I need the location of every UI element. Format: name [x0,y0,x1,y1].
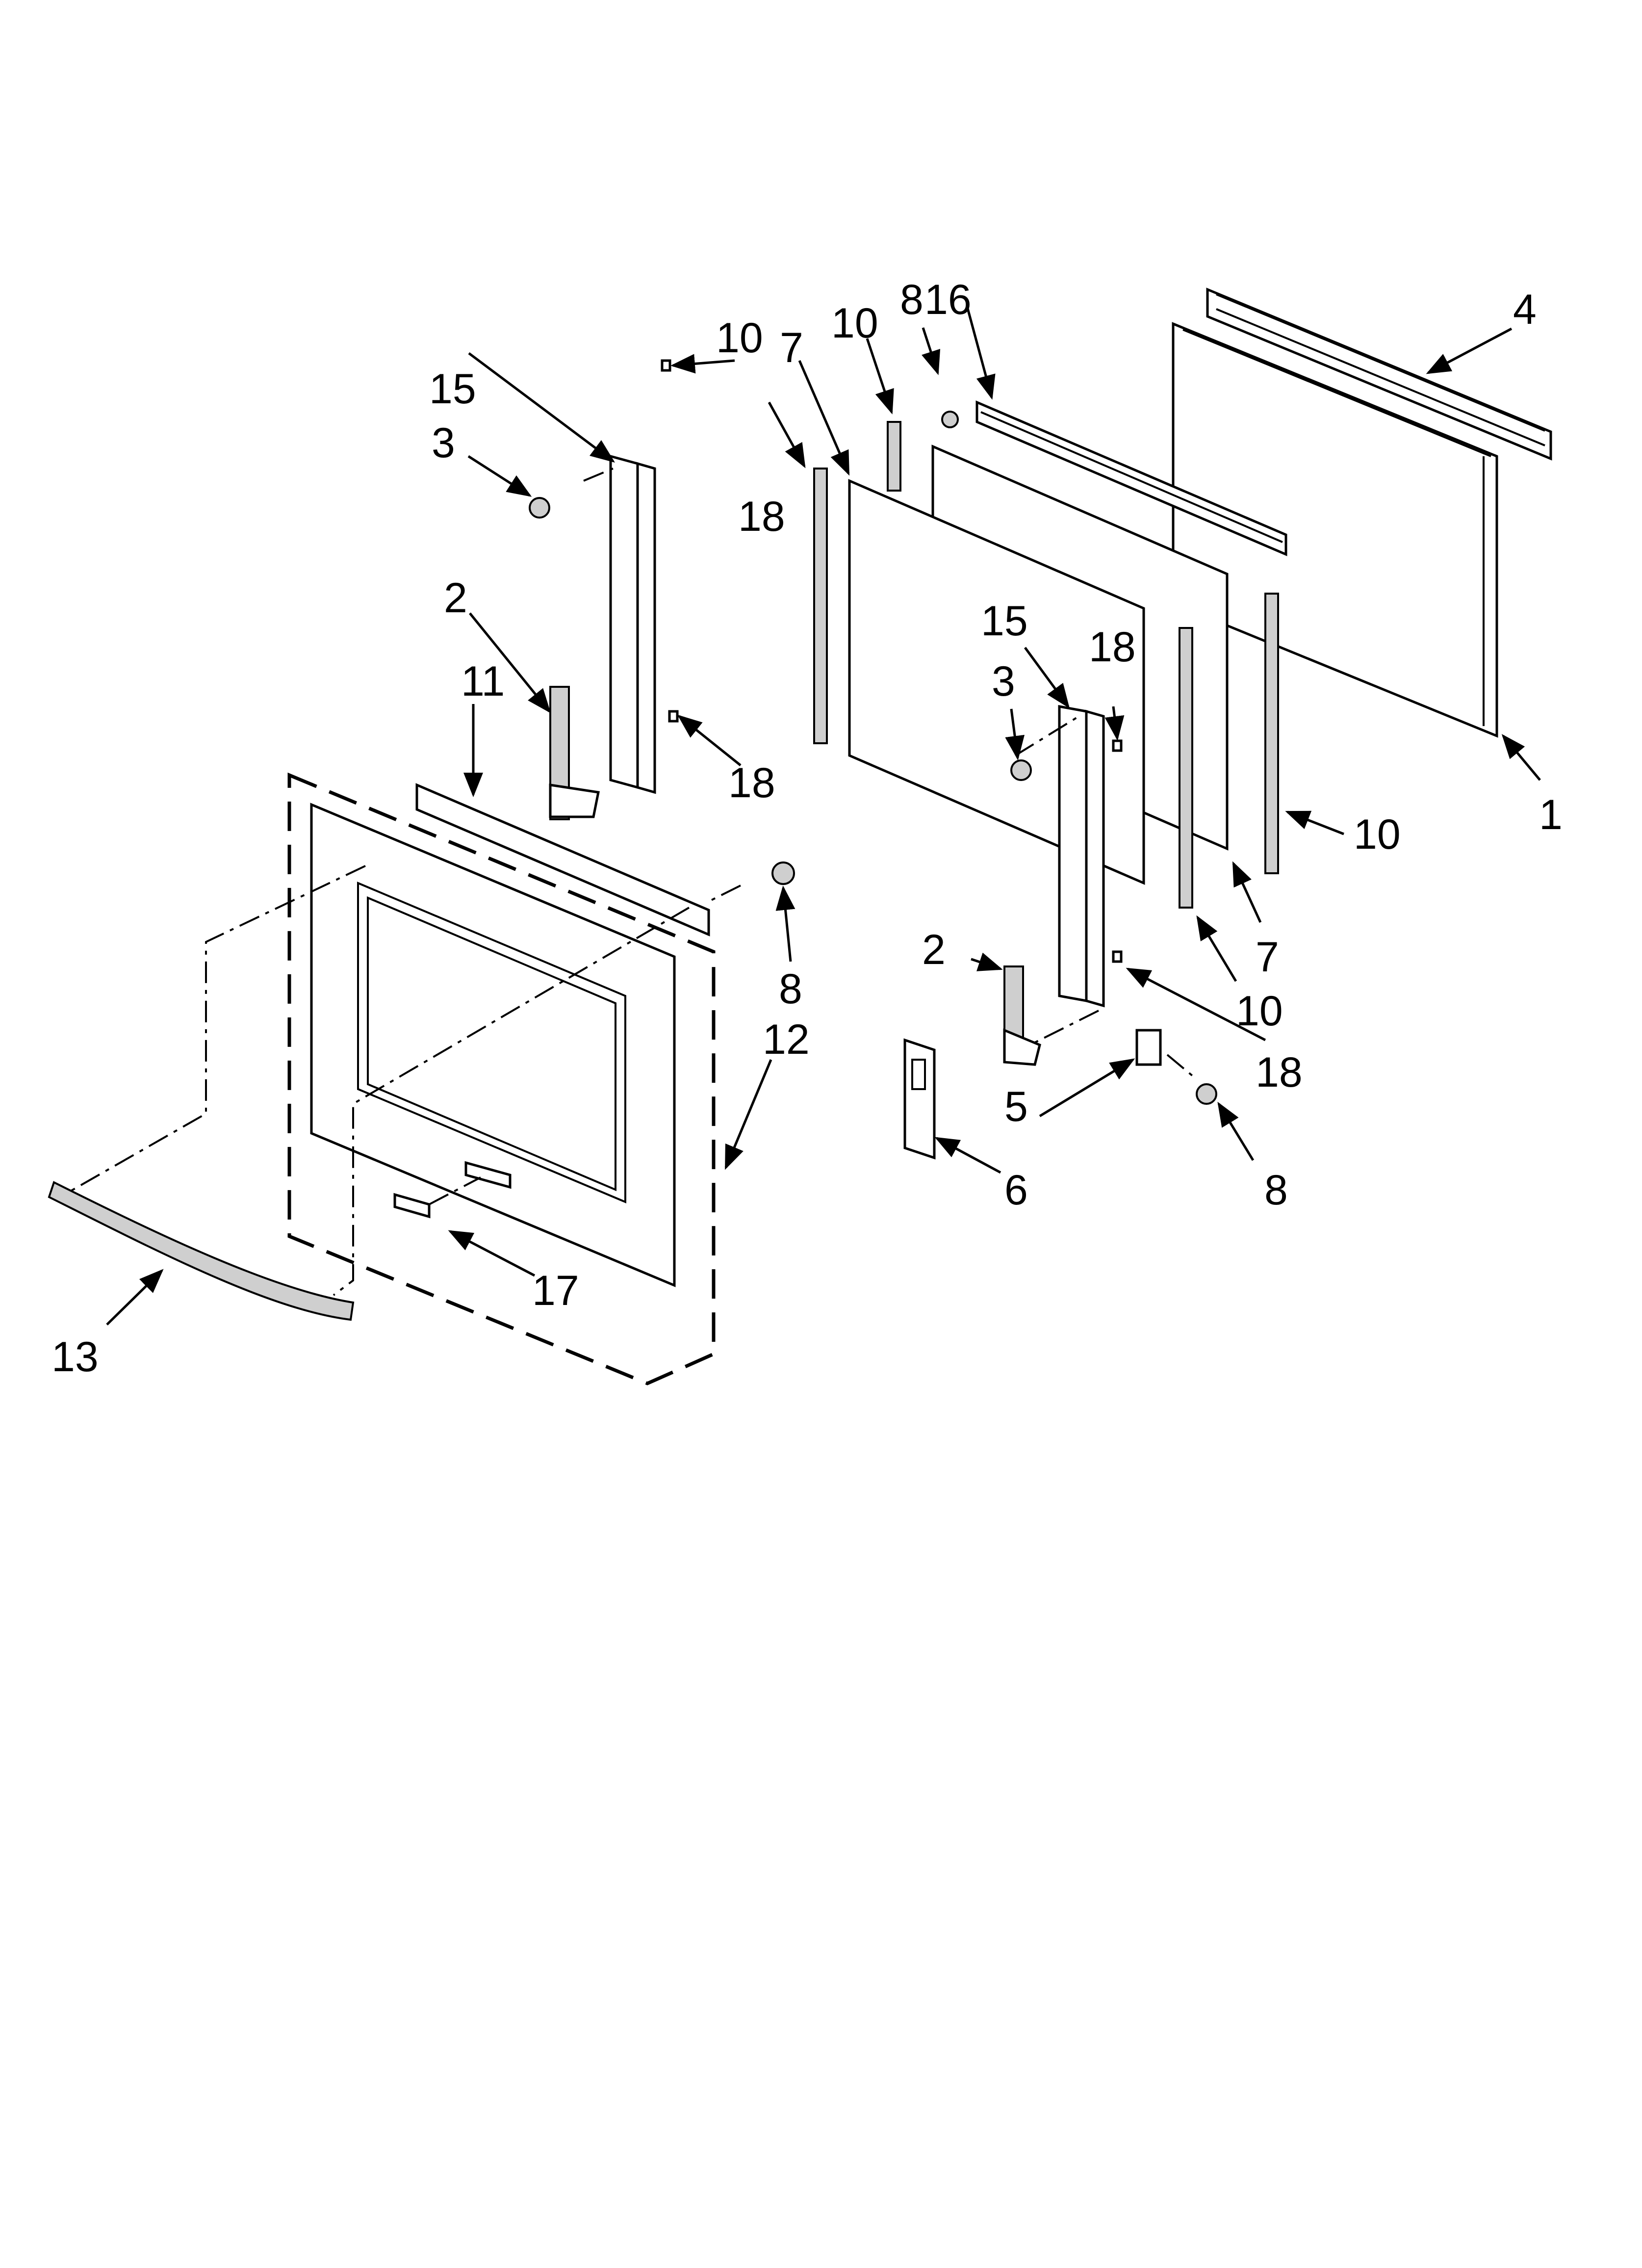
callout-10: 10 [716,314,763,362]
callout-3: 3 [432,419,455,467]
callout-7: 7 [780,324,803,371]
part-10-spacers [813,421,1279,909]
part-17-badge [393,1161,512,1219]
part-16-channel [975,400,1287,556]
screws [529,411,1217,1105]
callout-6: 6 [1004,1167,1028,1214]
callout-13: 13 [51,1333,99,1381]
callout-18: 18 [1089,624,1136,671]
callout-18: 18 [728,759,775,807]
part-15-hinge-bracket-right [1058,705,1105,1008]
part-2-hinge-left [549,686,600,820]
callout-16: 16 [924,276,972,323]
part-18-clips [661,359,1123,963]
callout-18: 18 [1256,1049,1303,1096]
part-11-strip [415,783,710,937]
leader-lines [106,306,1541,1326]
callout-2: 2 [922,926,946,973]
callout-5: 5 [1004,1083,1028,1130]
callout-18: 18 [738,493,785,540]
callout-10: 10 [831,300,878,347]
callout-2: 2 [444,574,467,622]
callout-4: 4 [1513,286,1537,333]
callout-1: 1 [1539,791,1563,838]
callout-10: 10 [1236,988,1283,1035]
part-5-catch [1135,1029,1162,1066]
callout-8: 8 [900,276,924,323]
part-13-handle [48,1181,355,1321]
callout-8: 8 [779,965,802,1013]
callout-3: 3 [992,658,1015,705]
part-2-hinge-right [1003,965,1041,1066]
callout-10: 10 [1354,811,1401,858]
callout-12: 12 [763,1016,810,1063]
callout-7: 7 [1256,934,1279,981]
part-4-top-trim [1206,287,1552,461]
callout-11: 11 [461,658,505,705]
callout-labels: 4 8 16 10 7 10 15 3 18 2 11 18 8 12 17 1… [51,276,1563,1381]
part-12-outer-door [287,772,716,1385]
part-6-bracket [903,1038,936,1160]
callout-8: 8 [1264,1167,1288,1214]
callout-15: 15 [981,598,1028,645]
callout-17: 17 [532,1267,579,1314]
part-1-inner-panel [1172,322,1498,738]
callout-15: 15 [429,365,476,413]
assembly-lines [68,468,1198,1296]
part-15-hinge-bracket-left [609,454,656,794]
